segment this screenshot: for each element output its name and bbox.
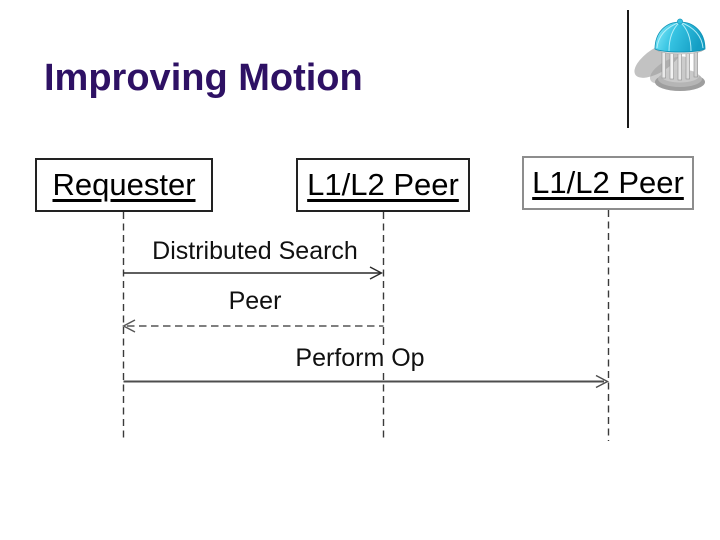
- actor-label-requester: Requester: [52, 167, 196, 202]
- actor-label-l1l2-peer-middle: L1/L2 Peer: [307, 167, 459, 202]
- actor-box-l1l2-peer-middle: L1/L2 Peer: [296, 158, 470, 212]
- actor-label-l1l2-peer-right: L1/L2 Peer: [532, 165, 684, 200]
- old-well-gazebo-icon: [630, 10, 718, 98]
- arrow-perform-op: [123, 374, 610, 389]
- actor-box-l1l2-peer-right: L1/L2 Peer: [522, 156, 694, 210]
- arrow-peer: [121, 319, 384, 333]
- actor-box-requester: Requester: [35, 158, 213, 212]
- message-label-perform-op: Perform Op: [160, 344, 560, 373]
- message-label-peer: Peer: [130, 287, 380, 316]
- header-divider-line: [627, 10, 629, 128]
- arrow-distributed-search: [123, 266, 384, 280]
- message-label-distributed-search: Distributed Search: [130, 237, 380, 266]
- slide-title: Improving Motion: [44, 57, 363, 99]
